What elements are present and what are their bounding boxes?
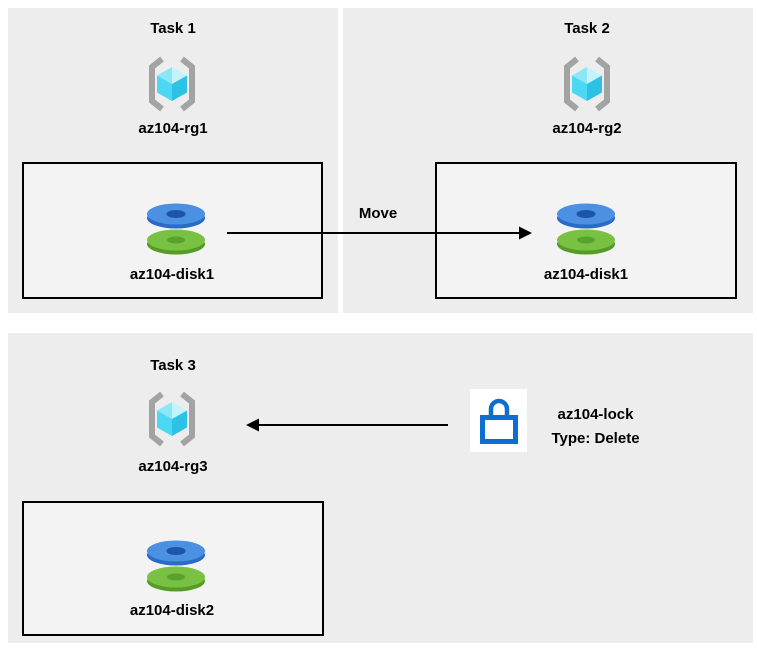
task2-title: Task 2 [564, 20, 610, 37]
cube-bottom-right-face [587, 75, 602, 101]
task1-disk-label: az104-disk1 [129, 266, 215, 283]
disk-green-hole [167, 573, 185, 581]
move-arrow-label: Move [358, 205, 398, 222]
cube-top-left-face [572, 67, 587, 84]
task2-resource-group-label: az104-rg2 [552, 120, 622, 137]
task3-title: Task 3 [150, 357, 196, 374]
lock-type-label: Type: Delete [551, 430, 640, 447]
task2-disk-label: az104-disk1 [543, 266, 629, 283]
lock-plate [470, 389, 527, 452]
task1-title: Task 1 [150, 20, 196, 37]
disk-blue-hole [166, 547, 186, 555]
arrow-head-right [519, 226, 532, 240]
cube-bottom-left-face [572, 75, 587, 101]
lock-caption: az104-lock Type: Delete [528, 403, 663, 451]
cube-top-right-face [587, 67, 602, 84]
disk-green-hole [167, 236, 185, 244]
resource-group-icon [149, 391, 195, 447]
task3-resource-group-label: az104-rg3 [138, 458, 208, 475]
cube-top-left-face [157, 67, 172, 84]
bracket-left [564, 56, 579, 112]
cube-bottom-right-face [172, 410, 187, 436]
lock-shackle [488, 398, 509, 417]
bracket-right [180, 56, 195, 112]
task1-resource-group-label: az104-rg1 [138, 120, 208, 137]
resource-group-icon [564, 56, 610, 112]
task3-disk-label: az104-disk2 [129, 602, 215, 619]
bracket-right [180, 391, 195, 447]
arrow-head-left [246, 418, 259, 432]
lock-icon [479, 398, 518, 444]
disk-blue-hole [166, 210, 186, 218]
lock-arrow [246, 418, 448, 432]
bracket-right [595, 56, 610, 112]
managed-disk-icon [557, 203, 615, 255]
cube-top-left-face [157, 402, 172, 419]
lock-body [479, 414, 518, 444]
cube-top-right-face [172, 67, 187, 84]
cube-bottom-right-face [172, 75, 187, 101]
managed-disk-icon [147, 203, 205, 255]
disk-blue-hole [576, 210, 596, 218]
cube-bottom-left-face [157, 75, 172, 101]
resource-group-icon [149, 56, 195, 112]
cube-top-right-face [172, 402, 187, 419]
disk-green-hole [577, 236, 595, 244]
move-arrow [227, 226, 532, 240]
bracket-left [149, 56, 164, 112]
lock-name-label: az104-lock [557, 406, 634, 423]
bracket-left [149, 391, 164, 447]
cube-bottom-left-face [157, 410, 172, 436]
managed-disk-icon [147, 540, 205, 592]
